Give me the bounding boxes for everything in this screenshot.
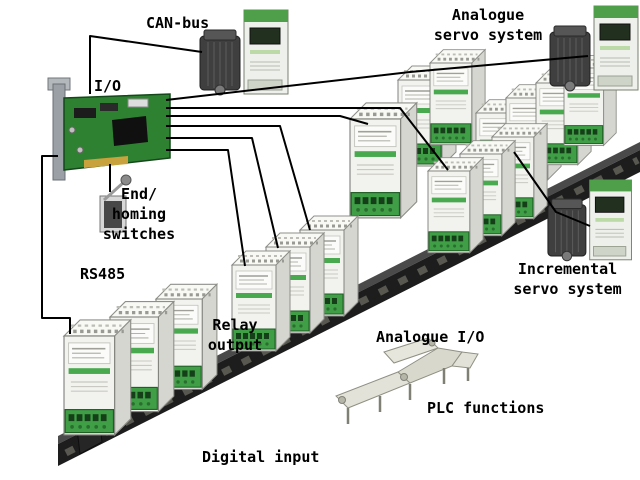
wire-mid-module-1 [166,125,311,231]
pcb-io-card-icon [47,77,171,181]
label-can-bus: CAN-bus [146,14,210,32]
wire-analogue-servo [165,55,589,101]
din-module [426,156,485,255]
wire-center-module [166,115,369,125]
conveyor-belt-icon [335,337,479,424]
label-plc-functions: PLC functions [427,399,545,417]
din-module [62,318,133,437]
din-module [348,101,419,220]
label-io: I/O [94,77,122,95]
can-bus-servo-unit-icon [199,9,289,96]
analogue-servo-unit-icon [549,5,639,92]
wire-can-bus [89,35,203,94]
chip-icon [74,108,96,118]
label-incremental-servo-system: Incremental servo system [513,260,622,298]
label-relay-output: Relay output [207,316,263,354]
edge-connector-icon [84,156,128,168]
label-analogue-servo-system: Analogue servo system [433,6,543,44]
wire-rs485 [41,155,71,334]
wire-mid-module-2 [166,137,279,249]
label-end-homing-switches: End/ homing switches [102,185,176,243]
wire-incremental-servo [513,151,591,227]
wire-right-cluster [166,107,449,171]
label-digital-input: Digital input [202,448,320,466]
chip-icon [112,116,148,146]
connector-icon [127,98,149,108]
end-homing-limit-switch-icon [99,174,132,233]
din-module-front-row [62,122,549,437]
label-rs485: RS485 [80,265,126,283]
wire-mid-module-3 [166,149,246,267]
chip-icon [100,103,118,111]
label-analogue-io: Analogue I/O [376,328,485,346]
wires [41,35,591,334]
